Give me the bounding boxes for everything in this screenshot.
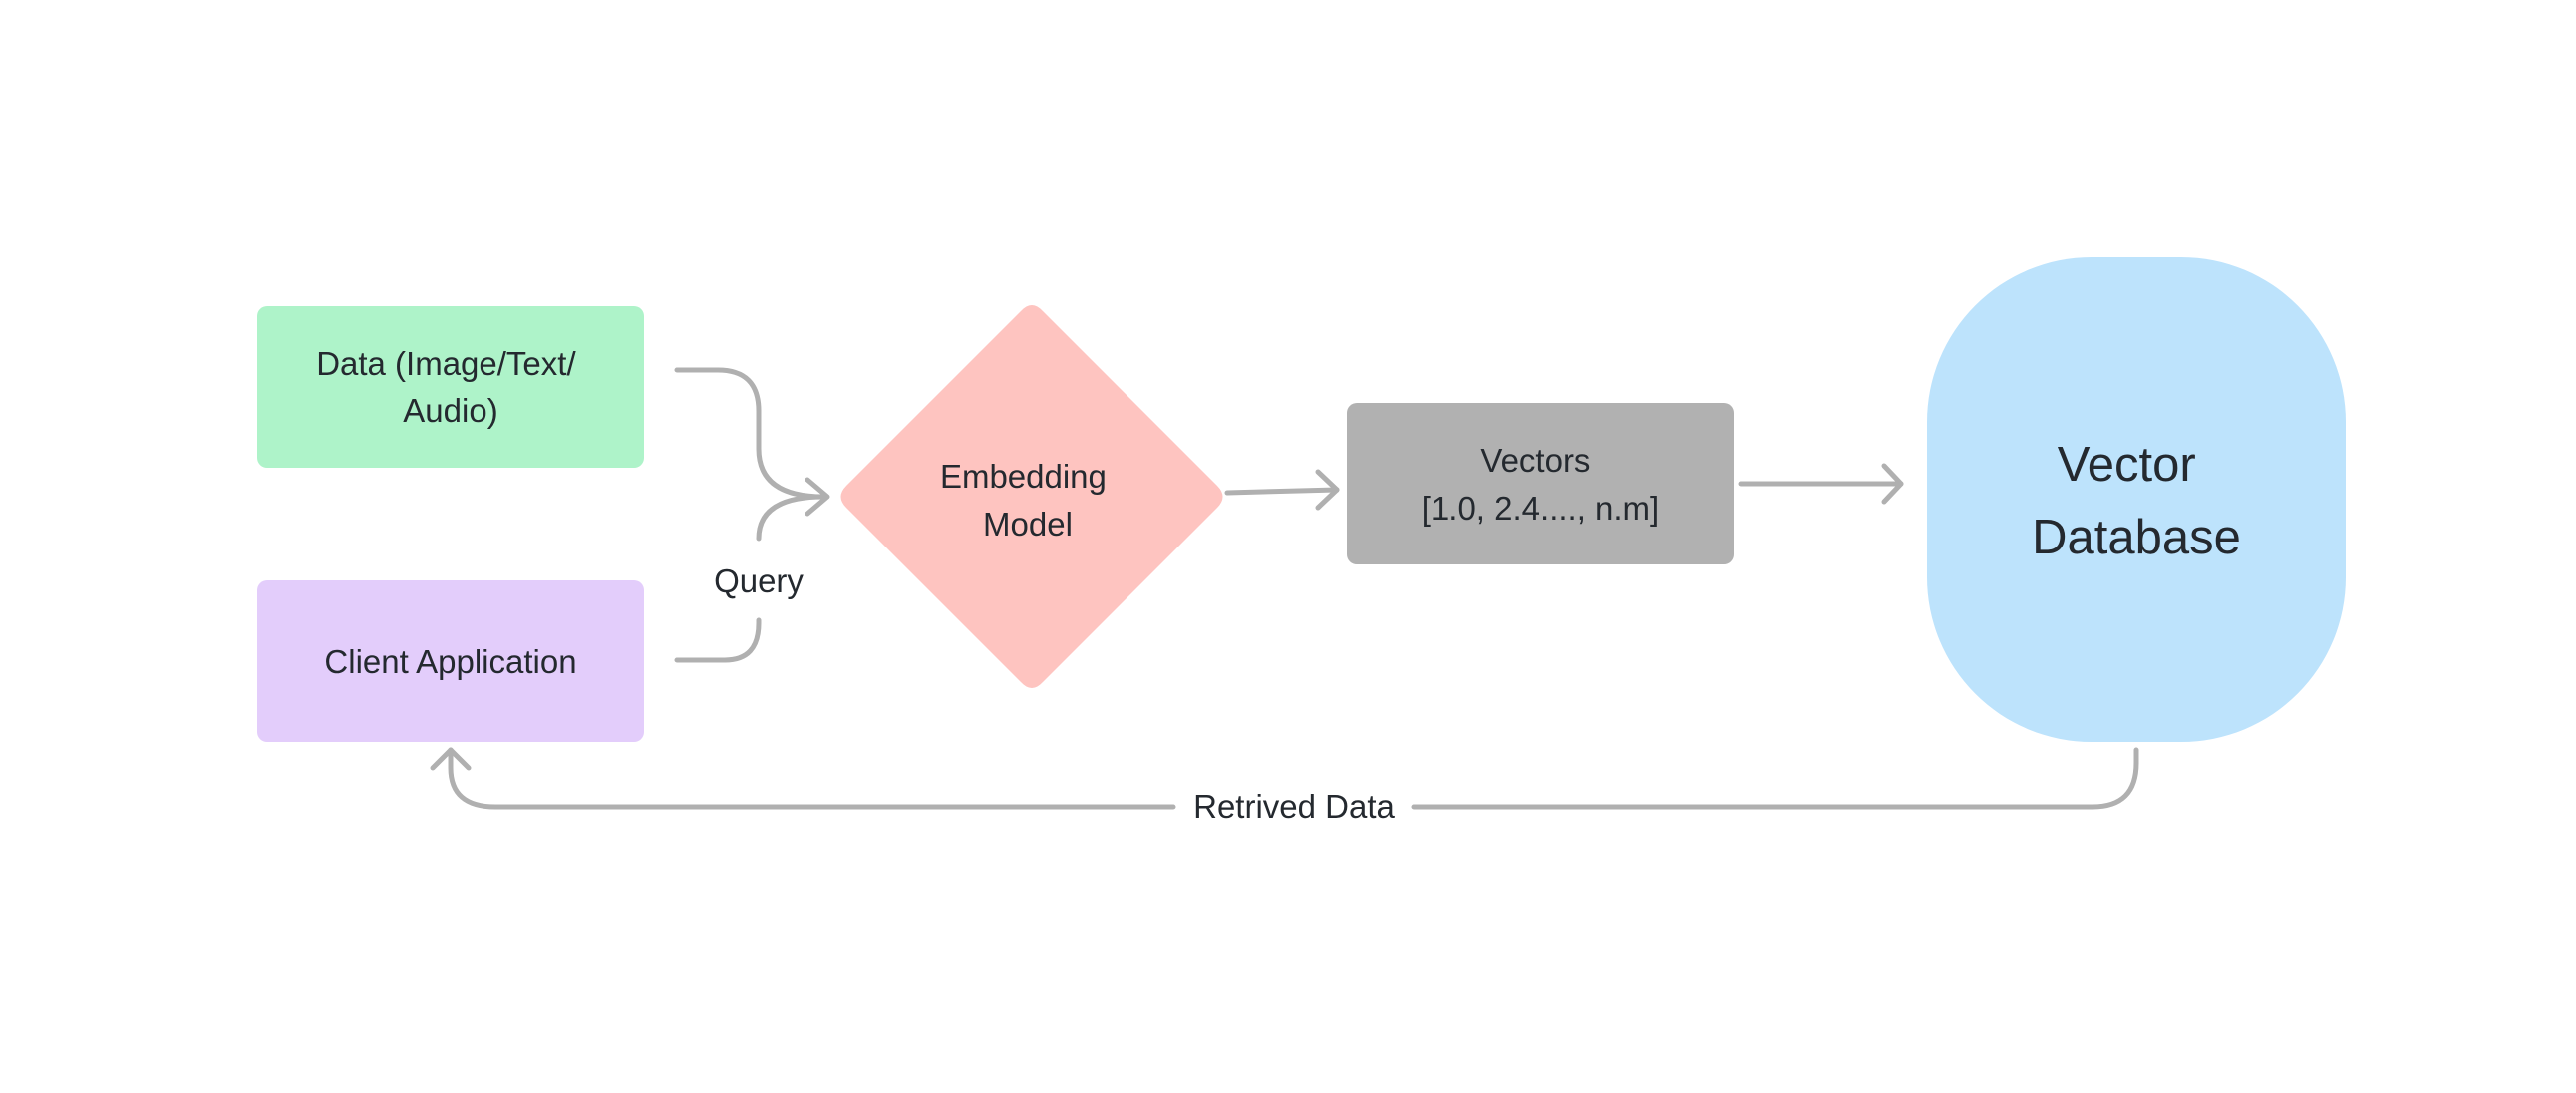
- embedding-to-vectors-arrowhead: [1315, 469, 1340, 511]
- svg-text:Data (Image/Text/ Audio): Data (Image/Text/ Audio): [316, 345, 585, 429]
- data-to-embedding-connector: [674, 367, 826, 500]
- retrieved-data-edge-label: Retrived Data: [1193, 788, 1395, 825]
- embedding-to-vectors-connector: [1224, 487, 1340, 496]
- embedding-model-diamond: [840, 305, 1223, 688]
- data-source-label-line-2: Audio): [403, 392, 497, 429]
- query-edge-label: Query: [714, 562, 804, 599]
- retrieved-data-connector-left: [448, 747, 1176, 810]
- client-application-box: [257, 580, 644, 742]
- vector-database-label-line-1: Vector: [2058, 438, 2196, 492]
- embedding-model-node[interactable]: Embedding Model: [840, 305, 1223, 688]
- svg-text:Vectors [1.0, 2.4...., n: Vectors [1.0, 2.4...., n.m]: [1422, 442, 1659, 527]
- client-application-label: Client Application: [324, 643, 576, 680]
- vectors-label-line-1: Vectors: [1480, 442, 1590, 479]
- svg-text:Vector Database: Vector Database: [2032, 438, 2241, 564]
- vectors-box: [1347, 403, 1734, 564]
- svg-text:Embedding Model: Embedding Model: [940, 458, 1116, 543]
- vector-database-node[interactable]: Vector Database: [1927, 257, 2346, 742]
- data-source-node[interactable]: Data (Image/Text/ Audio): [257, 306, 644, 468]
- client-application-node[interactable]: Client Application: [257, 580, 644, 742]
- client-to-query-connector: [674, 617, 762, 663]
- embedding-model-label-line-2: Model: [983, 506, 1073, 543]
- vectors-node[interactable]: Vectors [1.0, 2.4...., n.m]: [1347, 403, 1734, 564]
- query-arrowhead: [805, 477, 830, 517]
- retrieved-data-connector-right: [1411, 747, 2139, 810]
- data-source-box: [257, 306, 644, 468]
- vectors-to-database-arrowhead: [1881, 463, 1904, 505]
- data-source-label-line-1: Data (Image/Text/: [316, 345, 576, 382]
- vector-database-label-line-2: Database: [2032, 511, 2241, 564]
- retrieved-data-arrowhead: [430, 747, 472, 771]
- svg-text:Client Application: Client Application: [324, 643, 576, 680]
- query-upper-connector: [756, 494, 826, 542]
- vectors-label-line-2: [1.0, 2.4...., n.m]: [1422, 490, 1659, 527]
- embedding-model-label-line-1: Embedding: [940, 458, 1107, 495]
- vector-database-shape: [1927, 257, 2346, 742]
